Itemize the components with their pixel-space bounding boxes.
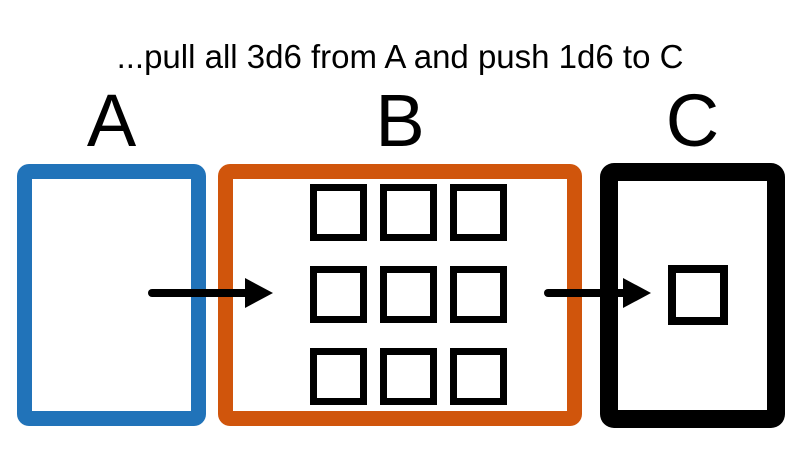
die	[310, 266, 367, 323]
die	[310, 348, 367, 405]
dice-cup-a	[17, 164, 206, 426]
die	[668, 265, 728, 325]
diagram-caption: ...pull all 3d6 from A and push 1d6 to C	[116, 38, 684, 75]
box-b-label: B	[375, 79, 425, 162]
die	[450, 348, 507, 405]
die	[380, 184, 437, 241]
die	[380, 266, 437, 323]
dice-group-b	[310, 184, 507, 405]
box-c-label: C	[665, 79, 720, 162]
box-a-label: A	[86, 79, 137, 162]
die	[380, 348, 437, 405]
die	[310, 184, 367, 241]
dice-group-c	[668, 265, 728, 325]
die	[450, 266, 507, 323]
die	[450, 184, 507, 241]
